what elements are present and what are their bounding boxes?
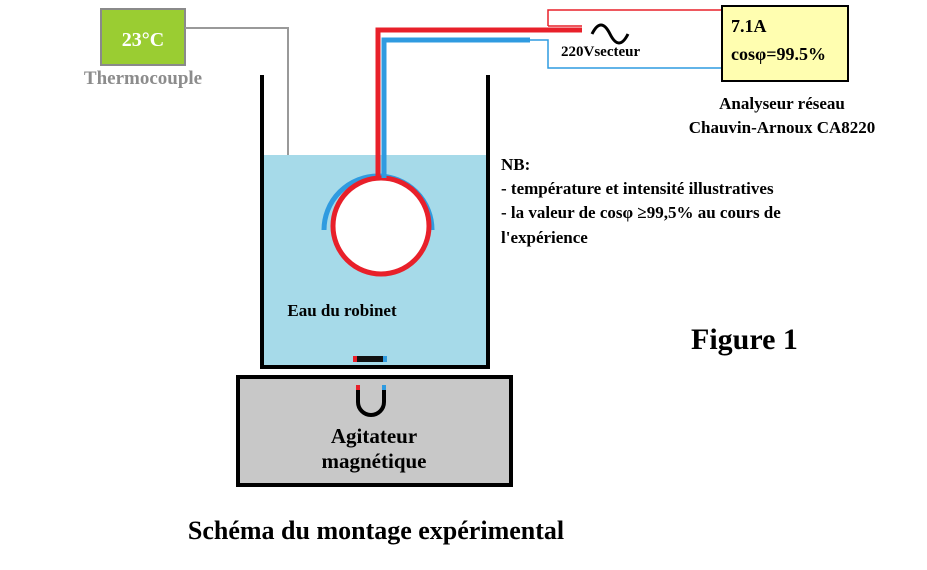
magnetic-stirrer: Agitateur magnétique	[236, 375, 513, 487]
stirrer-label-line2: magnétique	[322, 449, 427, 473]
hot-wire	[375, 27, 582, 178]
analyzer-current: 7.1A	[731, 16, 767, 36]
thermocouple: 23°C Thermocouple	[84, 8, 289, 246]
water-label: Eau du robinet	[287, 301, 397, 320]
stirrer-magnet-icon	[356, 388, 386, 417]
mains-supply: 220Vsecteur	[530, 9, 722, 69]
analyzer-blue-lead	[530, 39, 722, 69]
note-heading: NB:	[501, 155, 530, 174]
thermocouple-label: Thermocouple	[84, 68, 202, 89]
analyzer-name-line2: Chauvin-Arnoux CA8220	[689, 118, 876, 137]
heater-red-coil	[330, 175, 432, 277]
immersion-heater	[321, 27, 582, 277]
analyzer-power-factor: cosφ=99.5%	[731, 44, 826, 64]
stirrer-body	[236, 375, 513, 487]
analyzer-name-line1: Analyseur réseau	[719, 94, 845, 113]
ac-sine-icon	[590, 23, 630, 45]
figure-label: Figure 1	[691, 323, 798, 356]
analyzer-panel	[721, 5, 849, 82]
note-line3: l'expérience	[501, 228, 588, 247]
thermocouple-display	[100, 8, 186, 66]
analyzer-red-lead-2	[547, 9, 722, 26]
network-analyzer: 7.1A cosφ=99.5% Analyseur réseau Chauvin…	[689, 5, 876, 137]
note: NB: - température et intensité illustrat…	[501, 155, 781, 247]
supply-voltage-label: 220Vsecteur	[561, 44, 640, 60]
note-line2: - la valeur de cosφ ≥99,5% au cours de	[501, 203, 781, 222]
stir-bar	[353, 356, 387, 362]
diagram-caption: Schéma du montage expérimental	[188, 516, 564, 545]
cold-wire	[381, 37, 530, 178]
temperature-reading: 23°C	[122, 29, 164, 51]
note-line1: - température et intensité illustratives	[501, 179, 774, 198]
stirrer-label-line1: Agitateur	[331, 424, 417, 448]
beaker-outline	[260, 75, 490, 369]
